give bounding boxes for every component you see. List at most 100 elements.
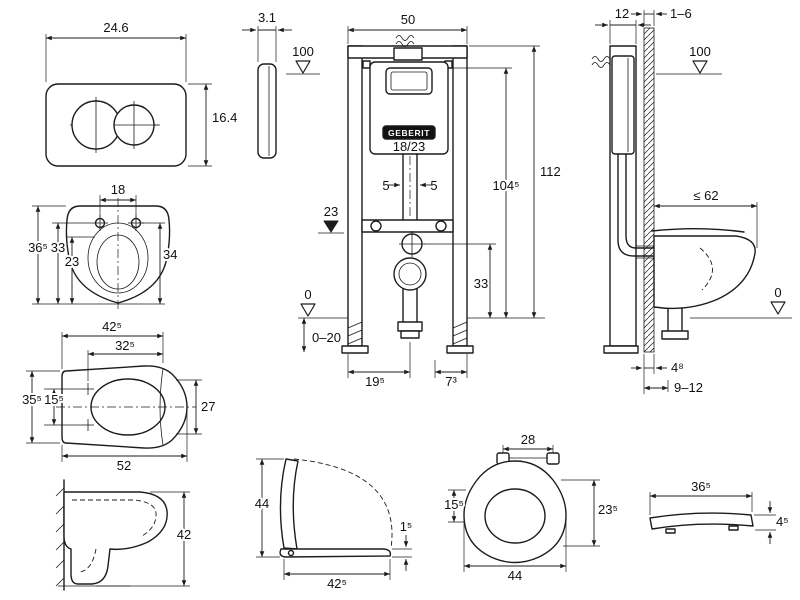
- dim-1-5-label: 1⁵: [400, 519, 413, 534]
- dim-plate-height-label: 16.4: [212, 110, 237, 125]
- dim-15-5-label: 15⁵: [44, 392, 64, 407]
- dim-hinge-spacing-28: 28: [502, 432, 554, 453]
- dim-outlet-height-33: 33: [424, 243, 496, 318]
- dim-leg-range: 0–20: [301, 318, 341, 352]
- geberit-logo-text: GEBERIT: [388, 128, 430, 138]
- open-triangle-icon: [295, 60, 311, 74]
- dim-side-15-5: 15⁵: [442, 489, 466, 523]
- dim-52-label: 52: [117, 458, 131, 473]
- dim-36-5-label: 36⁵: [28, 240, 48, 255]
- water-supply-icon: [591, 56, 611, 62]
- frame-rail-right: [452, 45, 468, 347]
- hinge-pivot: [287, 549, 295, 557]
- dim-bowl-height-42: 42: [96, 491, 193, 587]
- dim-seat-height-44: 44: [253, 458, 284, 558]
- dim-34-label: 34: [163, 247, 177, 262]
- view-bowl-side: 42: [55, 479, 193, 591]
- dim-15-5-seat-label: 15⁵: [444, 497, 464, 512]
- dim-frame-width: 50: [347, 12, 468, 44]
- frame-rail-left: [347, 45, 363, 347]
- view-seat-top: 28 15⁵ 23⁵ 44: [442, 432, 620, 583]
- view-flush-plate-front: 24.6 16.4: [45, 20, 237, 167]
- dim-frame-width-label: 50: [401, 12, 415, 27]
- dim-seat-depth-42-5: 42⁵: [283, 559, 391, 591]
- dim-side-23-5: 23⁵: [561, 479, 620, 547]
- dim-nose-width-27: 27: [176, 379, 217, 435]
- cistern-profile: [611, 55, 635, 155]
- dim-plate-height: 16.4: [188, 83, 237, 167]
- bowl-side-outline: [63, 491, 168, 585]
- dim-42-5-label: 42⁵: [102, 319, 122, 334]
- flush-plate-profile: [257, 63, 277, 159]
- dim-bowl-projection: ≤ 62: [654, 186, 758, 248]
- seat-line: [651, 228, 745, 233]
- open-triangle-icon: [770, 301, 786, 315]
- dim-offset-9-12: 9–12: [644, 380, 703, 395]
- dim-19-label: 19⁵: [365, 374, 385, 389]
- dim-112-label: 112: [540, 164, 561, 179]
- level-marker-plate-100: 100: [286, 44, 320, 75]
- view-frame-side: 12 1–6 100 ≤ 62 0 4⁸ 9–12: [591, 6, 792, 395]
- view-bowl-plan: 42⁵ 32⁵ 35⁵ 15⁵ 27 52: [20, 319, 217, 473]
- dim-27-label: 27: [201, 399, 215, 414]
- dim-23-5-label: 23⁵: [598, 502, 618, 517]
- fixing-bolt-right: [435, 220, 447, 232]
- inspection-window: [385, 67, 433, 95]
- level-marker-side-100: 100: [656, 44, 722, 75]
- dim-hole-spacing: 18: [99, 182, 137, 217]
- dim-12-label: 12: [615, 6, 629, 21]
- seat-top-outline: [463, 460, 567, 564]
- dim-seat-length-44: 44: [463, 518, 567, 583]
- dim-plate-width: 24.6: [45, 20, 187, 82]
- view-bowl-top: 18 34 36⁵ 33 23: [26, 182, 179, 310]
- dim-32-5-label: 32⁵: [115, 338, 135, 353]
- dim-35-5-label: 35⁵: [22, 392, 42, 407]
- dim-28-label: 28: [521, 432, 535, 447]
- dim-bottom-19: 19⁵: [347, 342, 411, 389]
- wall-cladding-hatch: [643, 27, 655, 353]
- open-triangle-icon: [300, 303, 316, 317]
- dim-4-5-label: 4⁵: [776, 514, 789, 529]
- flush-pipe: [617, 153, 659, 257]
- dim-33-label: 33: [474, 276, 488, 291]
- datum-0-side-label: 0: [774, 285, 781, 300]
- dim-height-35-5: 35⁵: [20, 370, 60, 444]
- foot-plate-side: [603, 345, 639, 354]
- datum-floor-0-side: 0: [770, 285, 786, 315]
- dim-104-label: 104⁵: [492, 178, 519, 193]
- dim-depth-23: 23: [63, 236, 95, 304]
- seat-bumper-right: [728, 525, 739, 531]
- dim-44-open-label: 44: [255, 496, 269, 511]
- dim-pipe-offset-left: 5: [382, 178, 400, 193]
- dim-frame-height-104: 104⁵: [452, 67, 522, 318]
- water-supply-icon: [395, 35, 415, 41]
- dim-4-8-label: 4⁸: [671, 360, 684, 375]
- level-100-label: 100: [292, 44, 314, 59]
- dim-profile-length-36-5: 36⁵: [649, 479, 753, 515]
- foot-plate-left: [341, 345, 369, 354]
- level-100-side-label: 100: [689, 44, 711, 59]
- dim-5-right-label: 5: [430, 178, 437, 193]
- datum-floor-0: 0: [300, 287, 316, 317]
- foot-plate-right: [446, 345, 474, 354]
- dim-depth-36-5: 36⁵: [26, 205, 66, 304]
- seat-opening: [484, 488, 546, 544]
- dim-plate-thickness-label: 3.1: [258, 10, 276, 25]
- dim-pipe-offset-right: 5: [420, 178, 438, 193]
- dim-42-5-seat-label: 42⁵: [327, 576, 347, 591]
- drain-bend: [397, 321, 423, 332]
- dim-bottom-7: 7³: [434, 354, 468, 389]
- dim-height-15-5: 15⁵: [42, 388, 82, 426]
- view-flush-plate-side: 3.1 100: [242, 10, 320, 159]
- drain-bend-side: [661, 330, 689, 340]
- dim-42-label: 42: [177, 527, 191, 542]
- dim-total-length-52: 52: [61, 410, 188, 473]
- dim-plate-thickness: 3.1: [242, 10, 292, 62]
- hinge-right: [546, 452, 560, 465]
- dim-depth-34: 34: [32, 222, 179, 305]
- dim-36-5-profile-label: 36⁵: [691, 479, 711, 494]
- dim-0-20-label: 0–20: [312, 330, 341, 345]
- dim-width-32-5: 32⁵: [87, 336, 163, 381]
